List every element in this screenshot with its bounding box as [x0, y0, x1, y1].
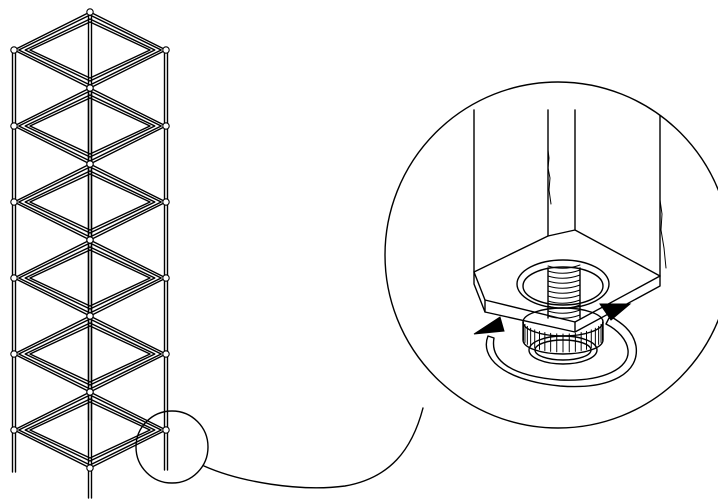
- joint-knob: [10, 46, 18, 54]
- foot-callout-circle: [135, 410, 209, 484]
- joint-knob: [10, 274, 18, 282]
- arrowhead-right: [599, 303, 632, 321]
- detail-magnifier: [384, 81, 718, 429]
- thread-line: [547, 279, 581, 284]
- joint-knob: [86, 312, 94, 320]
- joint-knob: [86, 160, 94, 168]
- joint-knob: [162, 46, 170, 54]
- thread-line: [547, 299, 581, 304]
- wire-shelf-frame-icon: [10, 160, 170, 244]
- leveling-foot: [522, 307, 604, 365]
- joint-knob: [86, 8, 94, 16]
- wire-shelf-frame-icon: [10, 236, 170, 320]
- joint-knob: [162, 122, 170, 130]
- rotation-arrow-icon: [473, 303, 638, 388]
- wire-shelf-frame-icon: [10, 84, 170, 168]
- joint-knob: [10, 350, 18, 358]
- joint-knob: [86, 236, 94, 244]
- thread-line: [547, 274, 581, 279]
- wire-shelf-frame-icon: [10, 388, 170, 472]
- joint-knob: [10, 122, 18, 130]
- arrowhead-left: [473, 316, 505, 335]
- joint-knob: [10, 198, 18, 206]
- thread-line: [547, 314, 581, 319]
- post-end-cap: [473, 229, 661, 333]
- callout-leader-line: [203, 407, 424, 489]
- joint-knob: [162, 274, 170, 282]
- thread-line: [547, 264, 581, 269]
- thread-line: [547, 289, 581, 294]
- thread-line: [547, 284, 581, 289]
- joint-knob: [86, 464, 94, 472]
- joint-knob: [86, 388, 94, 396]
- joint-knob: [162, 198, 170, 206]
- shelving-unit: [10, 8, 170, 499]
- post-tube: [473, 109, 667, 277]
- wire-shelf-frame-icon: [10, 8, 170, 92]
- threaded-rod: [547, 264, 581, 319]
- joint-knob: [162, 350, 170, 358]
- thread-line: [547, 269, 581, 274]
- thread-line: [547, 294, 581, 299]
- joint-knob: [10, 426, 18, 434]
- detail-circle: [384, 81, 718, 429]
- joint-knob: [162, 426, 170, 434]
- thread-line: [547, 309, 581, 314]
- wire-shelf-frame-icon: [10, 312, 170, 396]
- joint-knob: [86, 84, 94, 92]
